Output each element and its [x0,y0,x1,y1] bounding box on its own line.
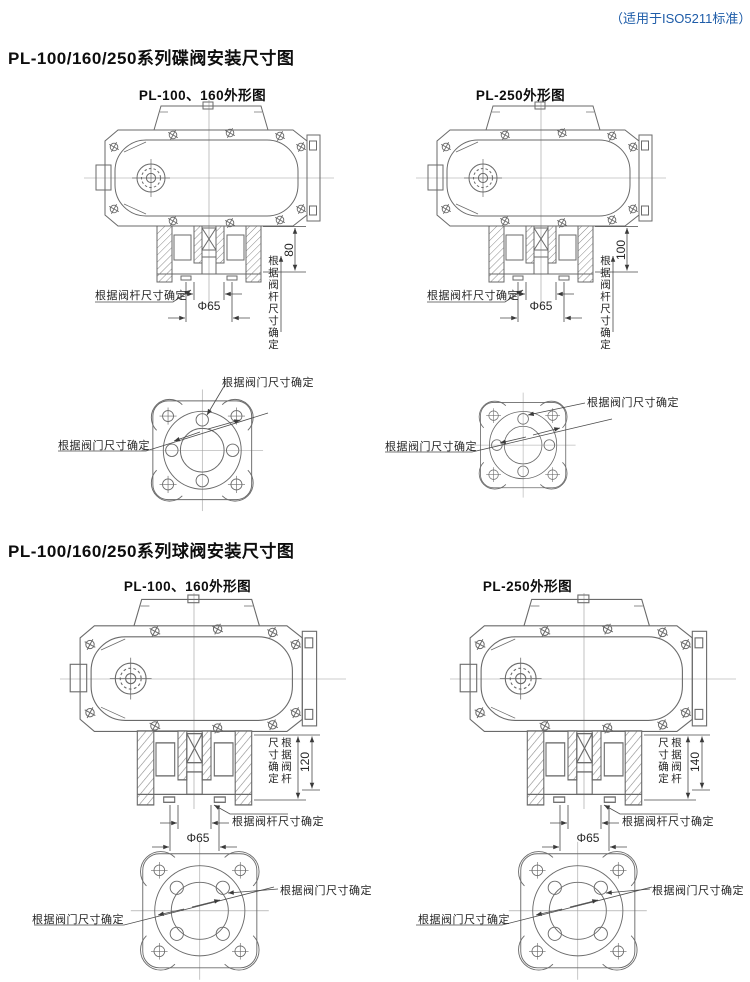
stem-height-label: 根据阀杆尺寸确定 [267,255,279,351]
centerlines [60,593,346,809]
centerlines [450,593,736,809]
height-dimension: 100 [614,239,628,261]
stem-height-label: 根据阀杆尺寸确定 [267,737,292,785]
phi65-dimension: Φ65 [197,299,221,313]
valve-size-label: 根据阀门尺寸确定 [280,885,372,897]
butterfly-left-actuator-drawing [84,100,334,332]
leader-lines [385,402,613,453]
dimension-lines [95,226,306,332]
valve-size-label: 根据阀门尺寸确定 [32,914,124,926]
valve-size-label: 根据阀门尺寸确定 [652,885,744,897]
phi65-dimension: Φ65 [529,299,553,313]
stem-height-label: 根据阀杆尺寸确定 [657,737,682,785]
caption-butterfly-pl100-160: PL-100、160外形图 [138,88,267,103]
valve-size-label: 根据阀门尺寸确定 [222,377,314,389]
height-dimension: 140 [688,751,702,773]
iso-standard-note: （适用于ISO5211标准） [610,11,750,26]
stem-size-label: 根据阀杆尺寸确定 [622,816,714,828]
ball-right-actuator-drawing [450,593,736,851]
centerlines [84,100,334,307]
caption-butterfly-pl250: PL-250外形图 [475,88,566,103]
dimension-lines [152,734,320,851]
leader-lines [34,886,279,926]
section-title-ball: PL-100/160/250系列球阀安装尺寸图 [8,542,295,561]
section-title-butterfly: PL-100/160/250系列碟阀安装尺寸图 [8,49,295,68]
caption-ball-pl250: PL-250外形图 [482,579,573,594]
leader-lines [416,886,653,926]
butterfly-left-flange-drawing [58,382,269,540]
dimension-lines [542,734,710,851]
height-dimension: 80 [282,243,296,257]
valve-size-label: 根据阀门尺寸确定 [385,441,477,453]
stem-size-label: 根据阀杆尺寸确定 [232,816,324,828]
caption-ball-pl100-160: PL-100、160外形图 [123,579,252,594]
stem-size-label: 根据阀杆尺寸确定 [427,290,519,302]
leader-lines [58,382,269,452]
dimension-lines [427,226,638,332]
stem-size-label: 根据阀杆尺寸确定 [95,290,187,302]
stem-height-label: 根据阀杆尺寸确定 [599,255,611,351]
valve-size-label: 根据阀门尺寸确定 [418,914,510,926]
valve-size-label: 根据阀门尺寸确定 [587,397,679,409]
ball-left-actuator-drawing [60,593,346,851]
centerlines [416,100,666,307]
butterfly-right-flange-drawing [385,365,613,540]
ball-left-flange-drawing [34,843,279,982]
valve-size-label: 根据阀门尺寸确定 [58,440,150,452]
height-dimension: 120 [298,751,312,773]
ball-right-flange-drawing [416,843,653,982]
phi65-dimension: Φ65 [576,831,600,845]
butterfly-right-actuator-drawing [416,100,666,332]
phi65-dimension: Φ65 [186,831,210,845]
